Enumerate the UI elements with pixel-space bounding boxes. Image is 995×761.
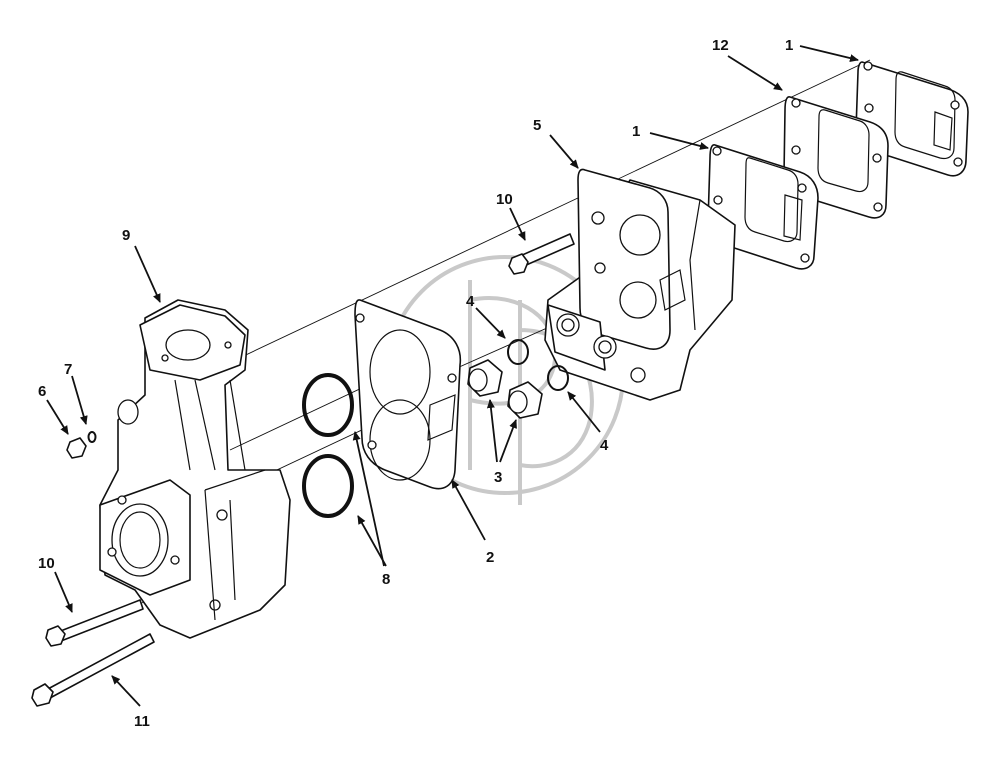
washer-part-7	[87, 431, 97, 443]
bolt-part-10-top	[508, 233, 575, 275]
callout-4-top: 4	[466, 293, 475, 310]
callout-1-top: 1	[785, 37, 793, 54]
callout-10-top: 10	[496, 191, 513, 208]
callout-10-bottom: 10	[38, 555, 55, 572]
thermostat-housing-part-5	[544, 168, 736, 401]
seal-rings-part-4	[507, 339, 569, 391]
callout-3: 3	[494, 469, 502, 486]
callout-2: 2	[486, 549, 494, 566]
callout-labels: 1 12 1 5 10 9 4 7 6 3 4 2 8 10 11	[38, 37, 793, 730]
o-rings-part-8	[302, 373, 354, 518]
bolt-part-10-bottom	[45, 599, 144, 647]
callout-6: 6	[38, 383, 46, 400]
callout-8: 8	[382, 571, 390, 588]
bolt-part-11	[31, 633, 155, 707]
callout-12: 12	[712, 37, 729, 54]
callout-5: 5	[533, 117, 541, 134]
callout-4-bottom: 4	[600, 437, 609, 454]
plug-part-6	[66, 437, 87, 459]
callout-11: 11	[134, 713, 150, 730]
pump-housing-part-9	[99, 299, 291, 639]
plate-part-2	[354, 299, 462, 490]
callout-9: 9	[122, 227, 130, 244]
plugs-part-3	[467, 359, 543, 419]
callout-1-middle: 1	[632, 123, 640, 140]
callout-leader-arrows	[46, 45, 859, 707]
gasket-part-1-middle	[707, 144, 819, 270]
callout-7: 7	[64, 361, 72, 378]
